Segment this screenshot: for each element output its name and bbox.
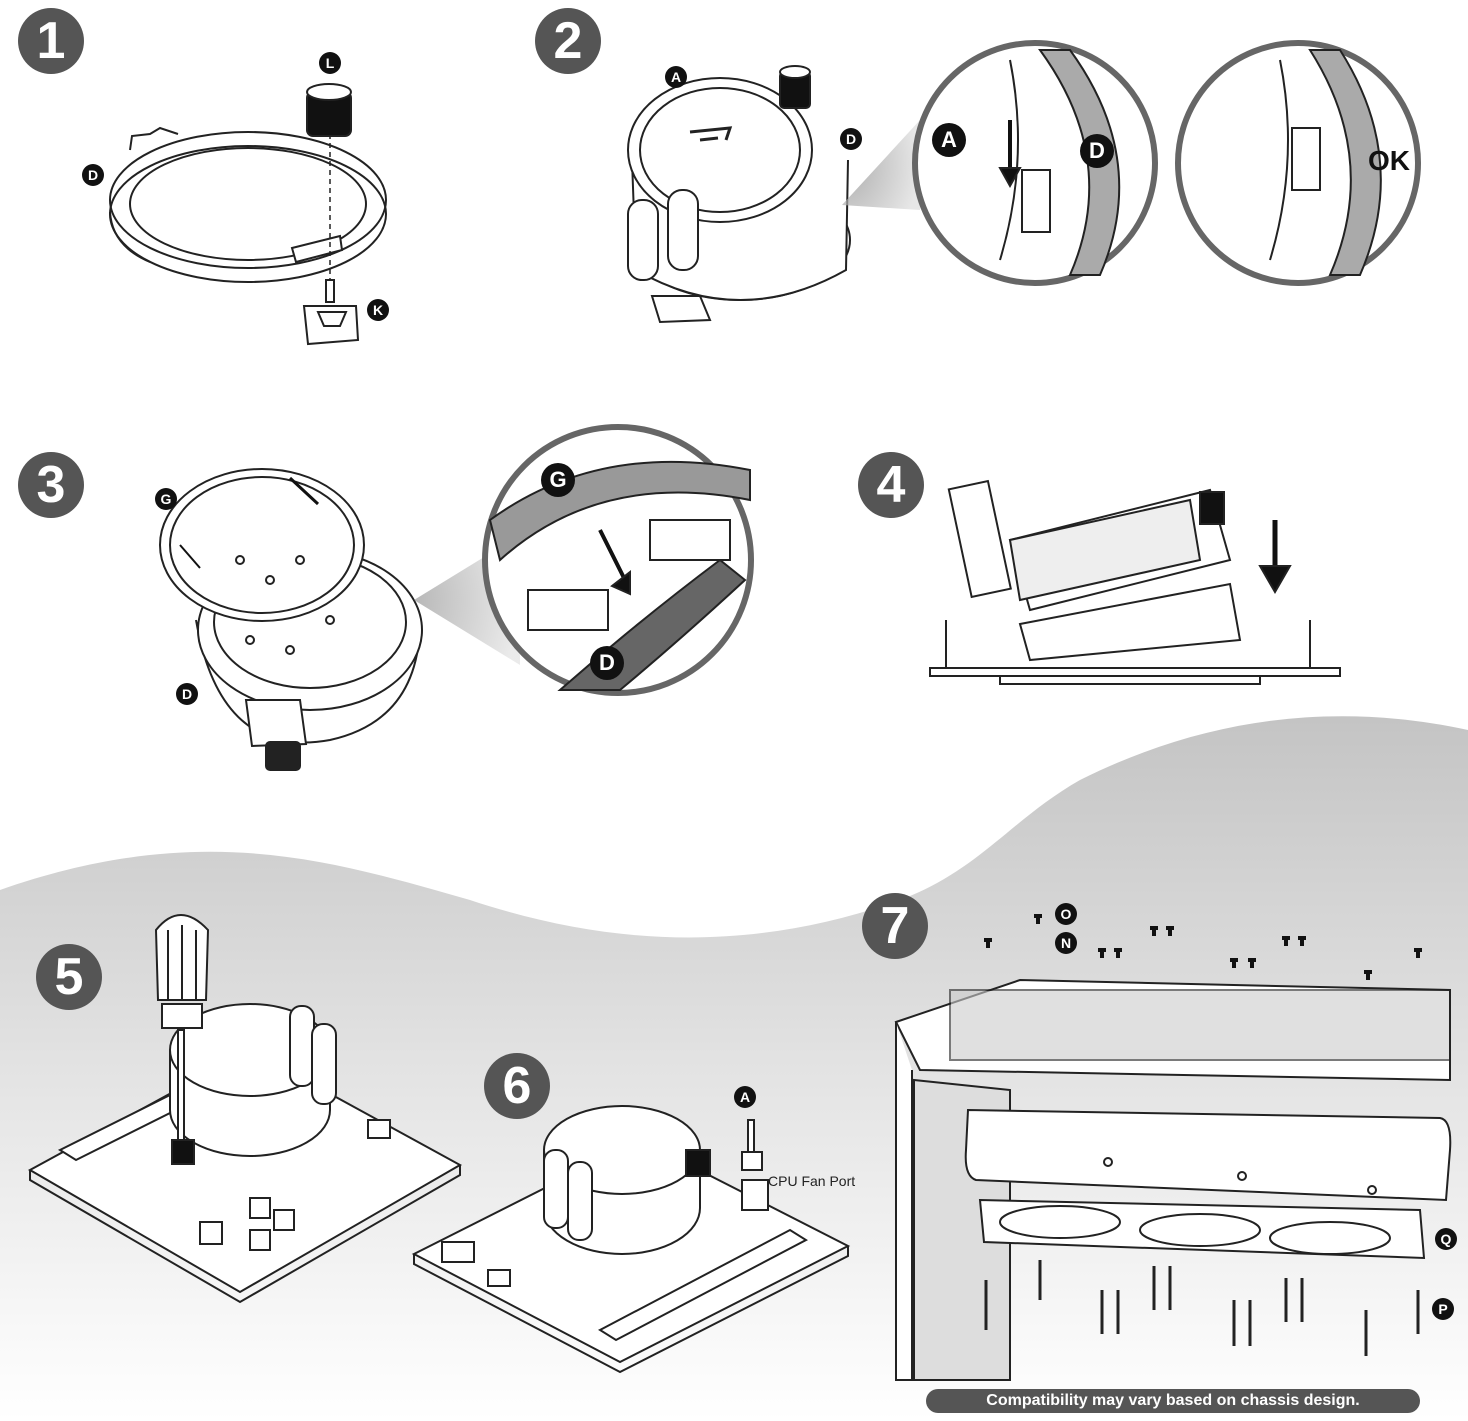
part-label-p: P: [1432, 1298, 1454, 1320]
part-label-d: D: [176, 683, 198, 705]
step-4-diagram: [929, 479, 1341, 685]
step-6-diagram: [411, 1105, 851, 1374]
step-6-number: 6: [484, 1053, 550, 1119]
step-7-number: 7: [862, 893, 928, 959]
part-label-o: O: [1055, 903, 1077, 925]
cpu-fan-port-label: CPU Fan Port: [768, 1173, 856, 1189]
part-label-g: G: [155, 488, 177, 510]
step-5-number: 5: [36, 944, 102, 1010]
step-3-diagram: [159, 424, 754, 771]
compatibility-note: Compatibility may vary based on chassis …: [926, 1389, 1420, 1413]
part-label-d: D: [82, 164, 104, 186]
part-label-a: A: [734, 1086, 756, 1108]
step-5-diagram: [27, 914, 463, 1304]
step-2-number: 2: [535, 8, 601, 74]
step-7-diagram: [894, 914, 1452, 1381]
part-label-n: N: [1055, 932, 1077, 954]
zoom-label-a: A: [932, 123, 966, 157]
zoom-label-d: D: [1080, 134, 1114, 168]
part-label-a: A: [665, 66, 687, 88]
step-1-diagram: [109, 83, 387, 346]
part-label-q: Q: [1435, 1228, 1457, 1250]
ok-text: OK: [1368, 145, 1410, 176]
step-3-number: 3: [18, 452, 84, 518]
zoom-label-g: G: [541, 463, 575, 497]
part-label-d: D: [840, 128, 862, 150]
zoom-label-d: D: [590, 646, 624, 680]
step-1-number: 1: [18, 8, 84, 74]
part-label-l: L: [319, 52, 341, 74]
part-label-k: K: [367, 299, 389, 321]
step-4-number: 4: [858, 452, 924, 518]
step-2-diagram: [627, 40, 1421, 324]
